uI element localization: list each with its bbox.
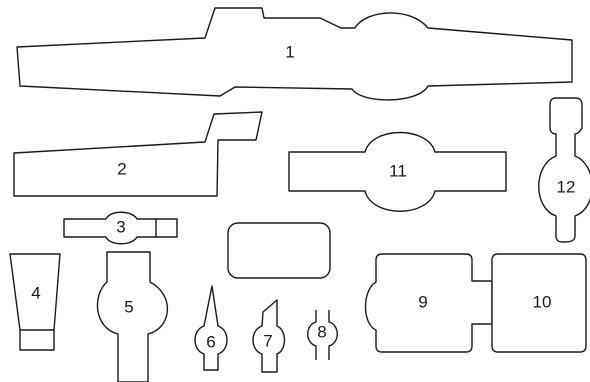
piece-7-label: 7 [263, 331, 272, 350]
rounded-panel-outline [227, 222, 331, 279]
piece-5: 5 [96, 251, 169, 382]
piece-9-outline [364, 253, 493, 353]
piece-1: 1 [16, 7, 573, 101]
piece-11-outline [288, 131, 507, 212]
piece-6: 6 [194, 285, 228, 371]
piece-9-label: 9 [418, 292, 427, 311]
piece-4-label: 4 [31, 283, 40, 302]
piece-2-outline [13, 111, 263, 197]
piece-10-outline [491, 253, 587, 353]
piece-11-label: 11 [389, 161, 407, 180]
piece-3-outline [63, 211, 178, 245]
piece-7-outline [252, 299, 286, 373]
piece-3: 3 [63, 211, 178, 245]
piece-4: 4 [9, 253, 61, 351]
piece-10: 10 [491, 253, 587, 353]
piece-6-label: 6 [206, 332, 215, 351]
piece-12: 12 [538, 97, 590, 243]
piece-7: 7 [252, 299, 286, 373]
piece-8: 8 [307, 310, 338, 360]
piece-2: 2 [13, 111, 263, 197]
piece-3-label: 3 [116, 217, 125, 236]
piece-8-label: 8 [317, 322, 326, 341]
piece-11: 11 [288, 131, 507, 212]
piece-1-outline [16, 7, 573, 101]
piece-2-label: 2 [117, 159, 126, 178]
piece-1-label: 1 [285, 42, 294, 61]
piece-10-label: 10 [533, 292, 552, 311]
piece-9: 9 [364, 253, 493, 353]
rounded-panel [227, 222, 331, 279]
piece-6-outline [194, 285, 228, 371]
piece-8-outline [307, 310, 338, 360]
piece-12-outline [538, 97, 590, 243]
piece-12-label: 12 [557, 177, 576, 196]
piece-5-label: 5 [124, 297, 133, 316]
piece-5-outline [96, 251, 169, 382]
